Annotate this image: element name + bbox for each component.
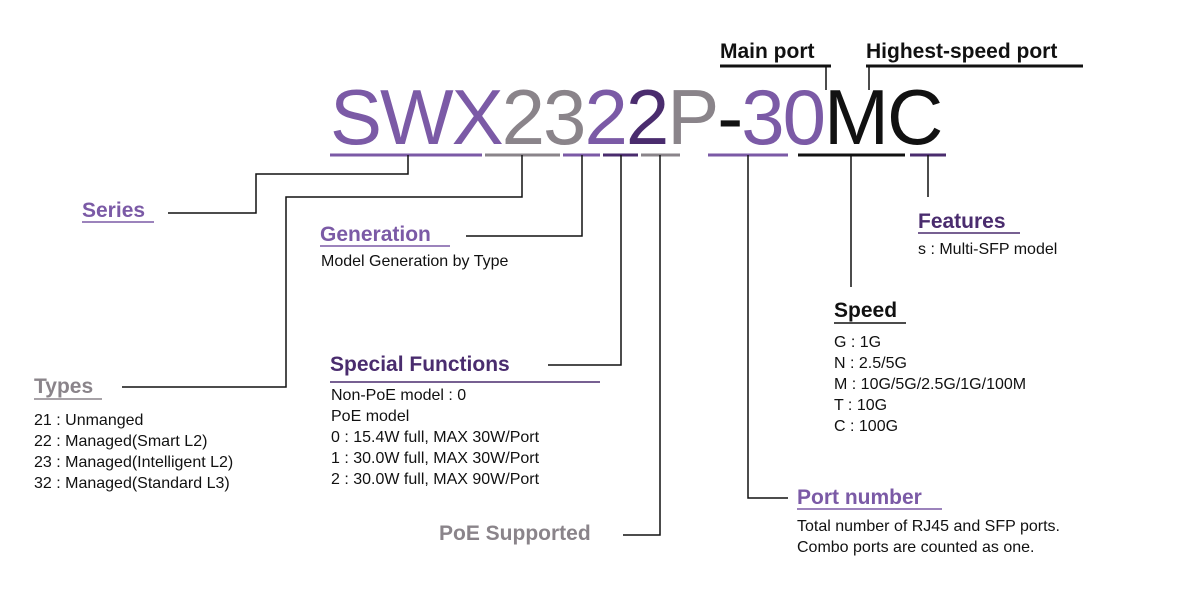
types-item: 21 : Unmanged (34, 412, 144, 429)
types-list: 21 : Unmanged 22 : Managed(Smart L2) 23 … (34, 410, 233, 494)
types-item: 22 : Managed(Smart L2) (34, 433, 208, 450)
types-item: 23 : Managed(Intelligent L2) (34, 454, 234, 471)
special-functions-heading: Special Functions (330, 353, 510, 376)
special-item: Non-PoE model : 0 (331, 387, 467, 404)
speed-list: G : 1G N : 2.5/5G M : 10G/5G/2.5G/1G/100… (834, 332, 1026, 437)
model-part-generation: 2 (584, 73, 627, 161)
features-heading: Features (918, 210, 1006, 233)
speed-heading: Speed (834, 299, 898, 322)
speed-item: T : 10G (834, 397, 888, 414)
special-item: PoE model (331, 408, 410, 425)
types-item: 32 : Managed(Standard L3) (34, 475, 230, 492)
model-part-highest-speed: C (886, 73, 943, 161)
port-number-line: Combo ports are counted as one. (797, 539, 1035, 556)
generation-heading: Generation (320, 223, 431, 246)
speed-item: M : 10G/5G/2.5G/1G/100M (834, 376, 1027, 393)
features-description: s : Multi-SFP model (918, 241, 1058, 258)
poe-supported-heading: PoE Supported (439, 522, 591, 545)
speed-item: C : 100G (834, 418, 899, 435)
main-port-label: Main port (720, 40, 815, 63)
connector-special (548, 155, 622, 366)
special-item: 1 : 30.0W full, MAX 30W/Port (331, 450, 540, 467)
types-heading: Types (34, 375, 94, 398)
model-part-types: 23 (501, 73, 587, 161)
model-name: SWX2322P-30MC (330, 73, 943, 161)
port-number-heading: Port number (797, 486, 922, 509)
special-item: 2 : 30.0W full, MAX 90W/Port (331, 471, 540, 488)
port-number-description: Total number of RJ45 and SFP ports. Comb… (797, 516, 1060, 558)
special-item: 0 : 15.4W full, MAX 30W/Port (331, 429, 540, 446)
generation-description: Model Generation by Type (321, 253, 509, 270)
connector-port-number (747, 155, 788, 499)
connector-poe (623, 155, 661, 536)
model-part-series: SWX (330, 73, 504, 161)
model-part-port-number: 30 (741, 73, 826, 161)
speed-item: G : 1G (834, 334, 882, 351)
model-part-main-port: M (824, 73, 889, 161)
model-part-dash: - (717, 73, 743, 161)
connector-generation (466, 155, 583, 237)
special-functions-list: Non-PoE model : 0 PoE model 0 : 15.4W fu… (331, 385, 539, 490)
model-part-special: 2 (625, 73, 669, 161)
highest-speed-port-label: Highest-speed port (866, 40, 1058, 63)
connector-series (168, 155, 409, 214)
series-heading: Series (82, 199, 146, 222)
model-part-poe: P (667, 73, 719, 161)
speed-item: N : 2.5/5G (834, 355, 907, 372)
connector-types (122, 155, 523, 388)
port-number-line: Total number of RJ45 and SFP ports. (797, 518, 1060, 535)
